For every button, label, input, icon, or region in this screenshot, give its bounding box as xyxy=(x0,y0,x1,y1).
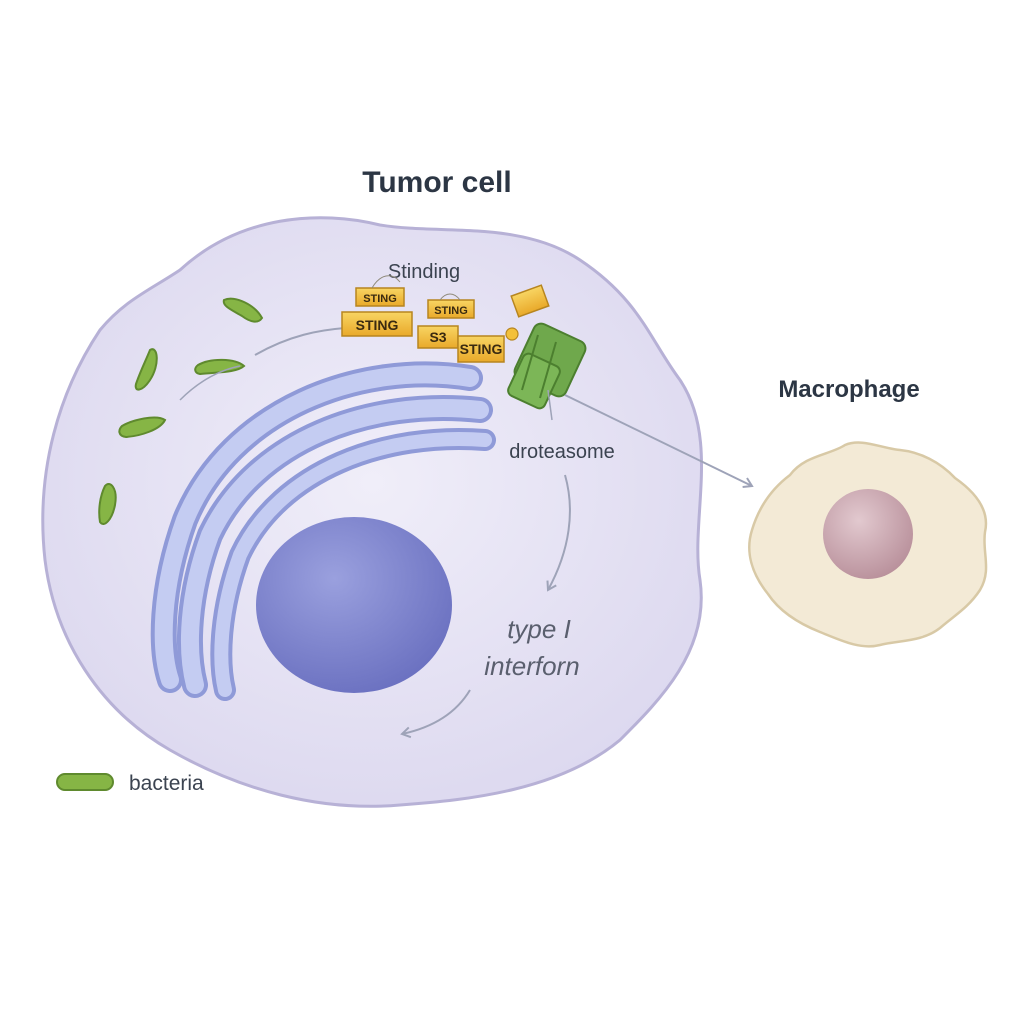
endoplasmic-reticulum xyxy=(150,361,496,701)
macrophage-title: Macrophage xyxy=(778,376,919,403)
arrow-from-interferon xyxy=(400,689,471,739)
bacterium xyxy=(134,348,158,391)
sting-complex: STING STING STING S3 STING xyxy=(341,275,550,363)
bacterium xyxy=(222,297,264,323)
bacterium xyxy=(194,358,246,376)
tumor-nucleus xyxy=(256,517,452,693)
bacterium xyxy=(98,483,117,525)
proteasome-label: droteasome xyxy=(509,441,615,463)
arrow-to-interferon xyxy=(546,474,571,592)
sting-label: STING xyxy=(460,341,503,357)
legend: bacteria xyxy=(56,772,204,795)
sting-label: STING xyxy=(356,317,399,333)
legend-bacteria-label: bacteria xyxy=(129,772,204,795)
legend-bacteria-swatch xyxy=(56,773,114,791)
tumor-cell-title: Tumor cell xyxy=(362,166,511,199)
arrow-to-macrophage xyxy=(564,394,754,488)
sting-fragment-label: S3 xyxy=(429,329,446,345)
interferon-label-line2: interforn xyxy=(484,651,579,681)
sting-label: STING xyxy=(434,305,468,317)
interferon-label-line1: type I xyxy=(507,614,571,644)
signaling-label: Stinding xyxy=(388,261,460,283)
sting-label: STING xyxy=(363,293,397,305)
bacteria-group xyxy=(98,297,264,525)
proteasome xyxy=(507,322,587,410)
bacterium xyxy=(118,416,167,439)
macrophage-nucleus xyxy=(823,489,913,579)
signaling-path xyxy=(254,327,346,356)
